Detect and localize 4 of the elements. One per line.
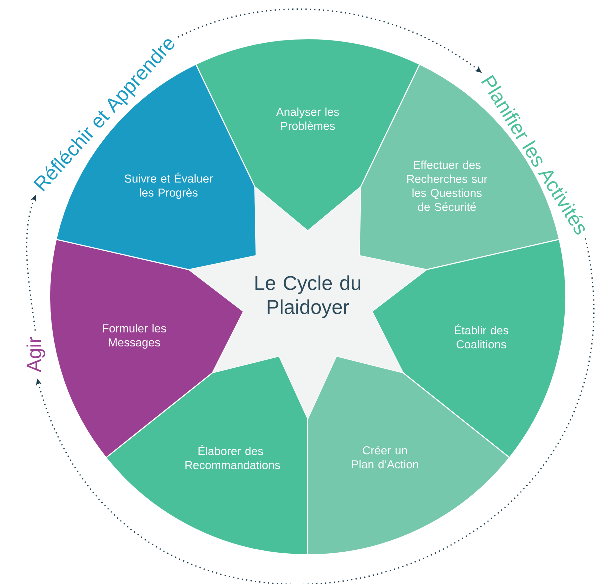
cycle-segment: Créer un Plan d’Action <box>308 356 510 556</box>
cycle-segment: Élaborer des Recommandations <box>106 356 308 556</box>
dotted-arrow <box>36 238 594 584</box>
phase-label: Agir <box>26 337 46 373</box>
